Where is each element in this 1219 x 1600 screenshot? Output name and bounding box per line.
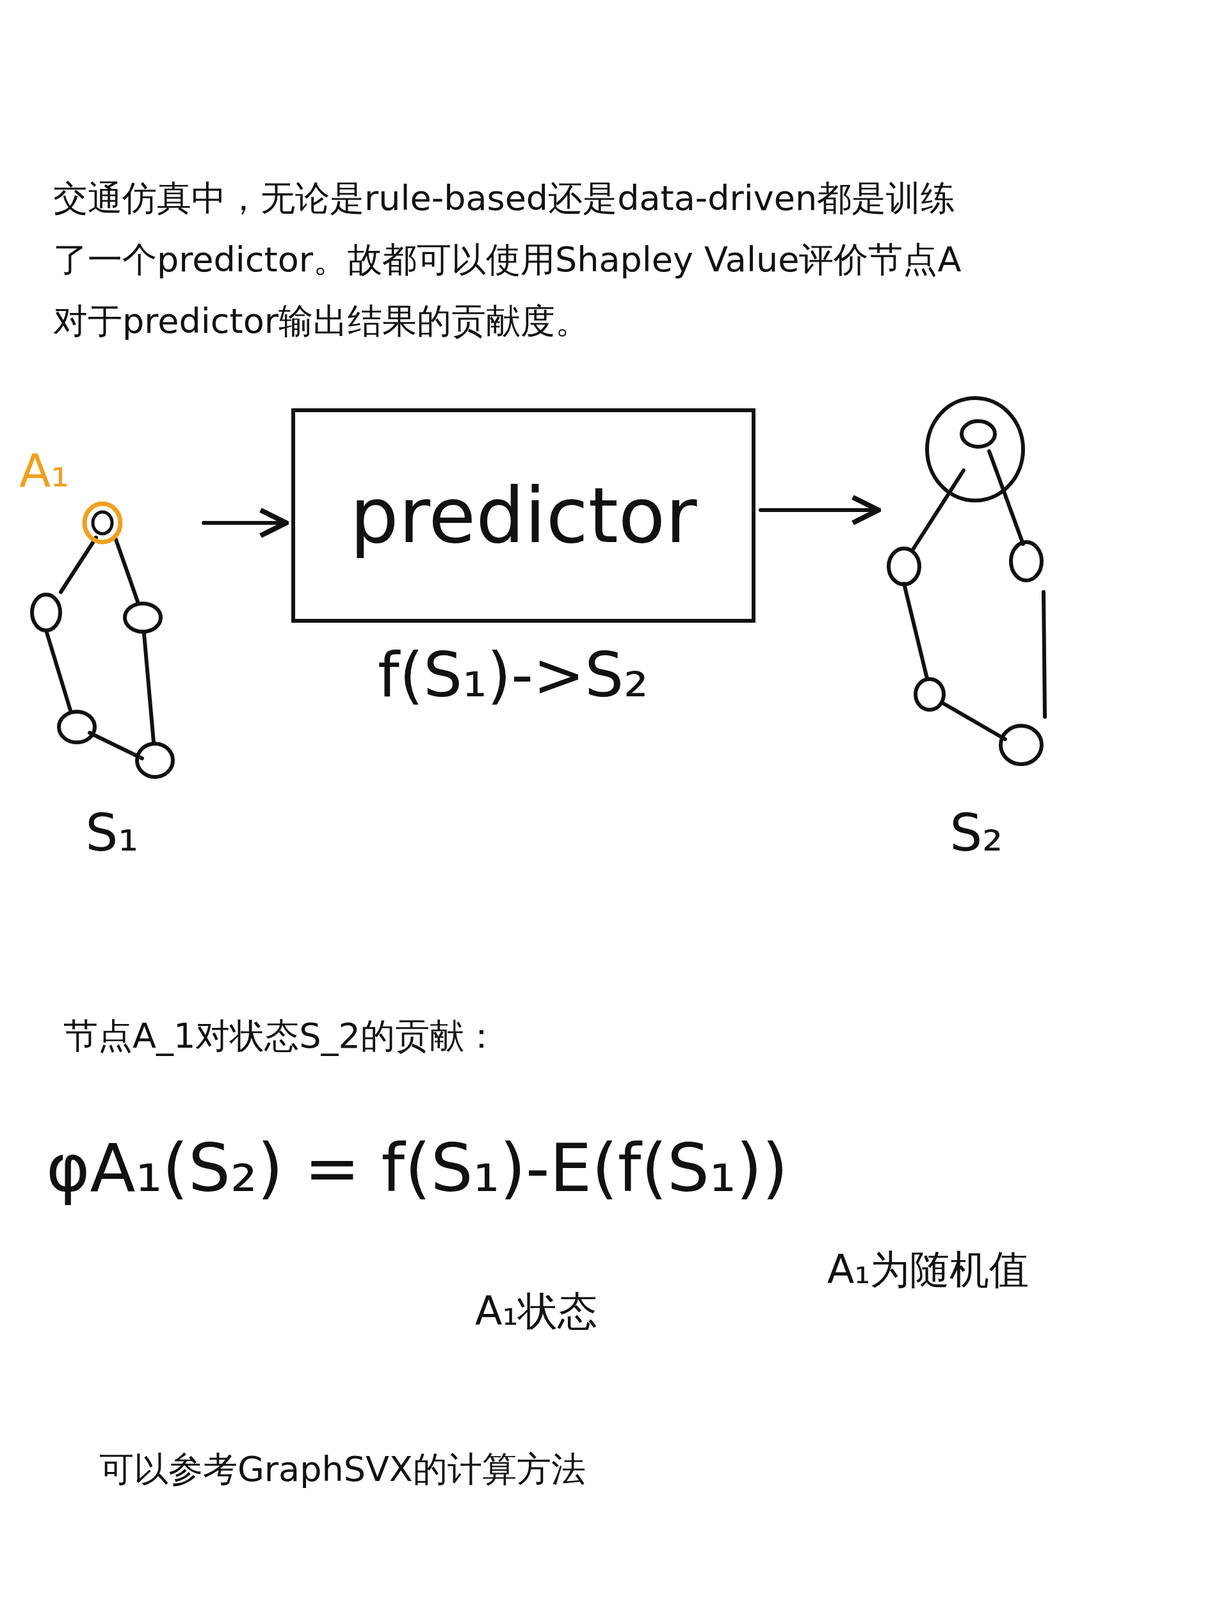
function-label: f(S₁)->S₂	[377, 637, 649, 714]
graph-highlight	[927, 398, 1024, 501]
graph-node	[92, 512, 113, 534]
graph-node	[58, 711, 95, 743]
graph-link	[60, 537, 97, 593]
arrow-connector	[203, 521, 287, 525]
state-graph: S₁	[25, 486, 199, 871]
graph-node	[1010, 542, 1042, 581]
graph-node	[32, 594, 61, 631]
graph-link	[46, 630, 71, 711]
node-text: S₂	[950, 802, 1004, 865]
arrow-connector	[760, 508, 879, 513]
graph-node	[137, 743, 173, 778]
graph-link	[115, 537, 138, 602]
node-text: S₁	[85, 802, 139, 865]
node-text: predictor	[350, 469, 698, 563]
graph-node	[1000, 726, 1042, 765]
annotation: A₁状态	[475, 1286, 598, 1337]
section-heading: 节点A_1对状态S_2的贡献：	[63, 1014, 499, 1059]
intro-text: 交通仿真中，无论是rule-based还是data-driven都是训练了一个p…	[53, 167, 963, 353]
state-graph: S₂	[883, 384, 1070, 871]
highlight-circle	[84, 503, 121, 543]
annotation: A₁为随机值	[827, 1245, 1029, 1296]
graph-node	[961, 421, 995, 447]
graph-link	[89, 733, 143, 759]
graph-link	[144, 633, 154, 743]
note: 可以参考GraphSVX的计算方法	[99, 1448, 586, 1492]
node-label: A₁	[19, 441, 70, 500]
graph-link	[904, 583, 928, 679]
graph-link	[1043, 592, 1045, 718]
graph-node	[124, 603, 161, 632]
formula: φA₁(S₂) = f(S₁)-E(f(S₁))	[46, 1126, 789, 1211]
predictor-box: predictor	[291, 408, 756, 623]
graph-node	[888, 548, 920, 585]
graph-link	[944, 704, 1006, 740]
graph-node	[915, 679, 944, 711]
